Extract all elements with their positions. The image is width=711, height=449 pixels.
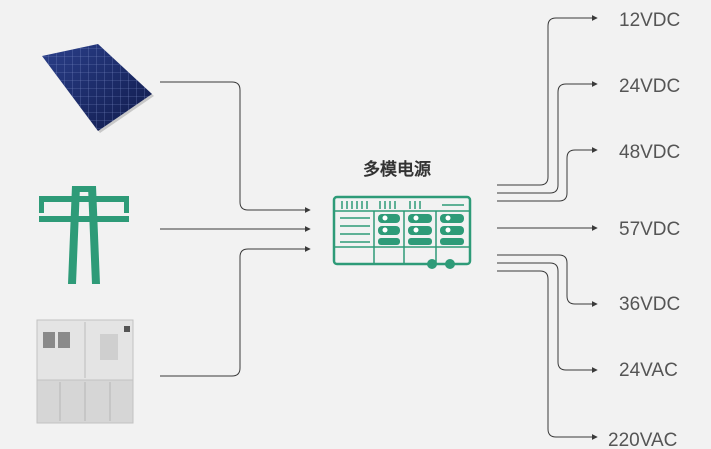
power-supply-title: 多模电源 bbox=[363, 159, 431, 180]
output-wires bbox=[497, 15, 598, 440]
output-label-48vdc: 48VDC bbox=[619, 142, 680, 163]
input-wire-solar bbox=[160, 81, 311, 213]
output-wire-12vdc bbox=[497, 15, 598, 186]
output-label-24vac: 24VAC bbox=[619, 360, 678, 381]
output-wire-220vac bbox=[497, 270, 598, 440]
power-tower-icon bbox=[39, 186, 129, 284]
generator-cabinet-icon bbox=[36, 319, 134, 424]
output-wire-24vac bbox=[497, 262, 598, 373]
output-label-220vac: 220VAC bbox=[608, 430, 677, 449]
output-wire-48vdc bbox=[497, 147, 598, 202]
output-wire-36vdc bbox=[497, 254, 598, 307]
output-label-57vdc: 57VDC bbox=[619, 219, 680, 240]
output-label-36vdc: 36VDC bbox=[619, 294, 680, 315]
input-wire-generator bbox=[160, 246, 311, 377]
rack-power-supply-icon bbox=[332, 195, 472, 269]
solar-panel-icon bbox=[42, 44, 154, 133]
output-label-24vdc: 24VDC bbox=[619, 76, 680, 97]
output-label-12vdc: 12VDC bbox=[619, 10, 680, 31]
output-wire-24vdc bbox=[497, 81, 598, 194]
